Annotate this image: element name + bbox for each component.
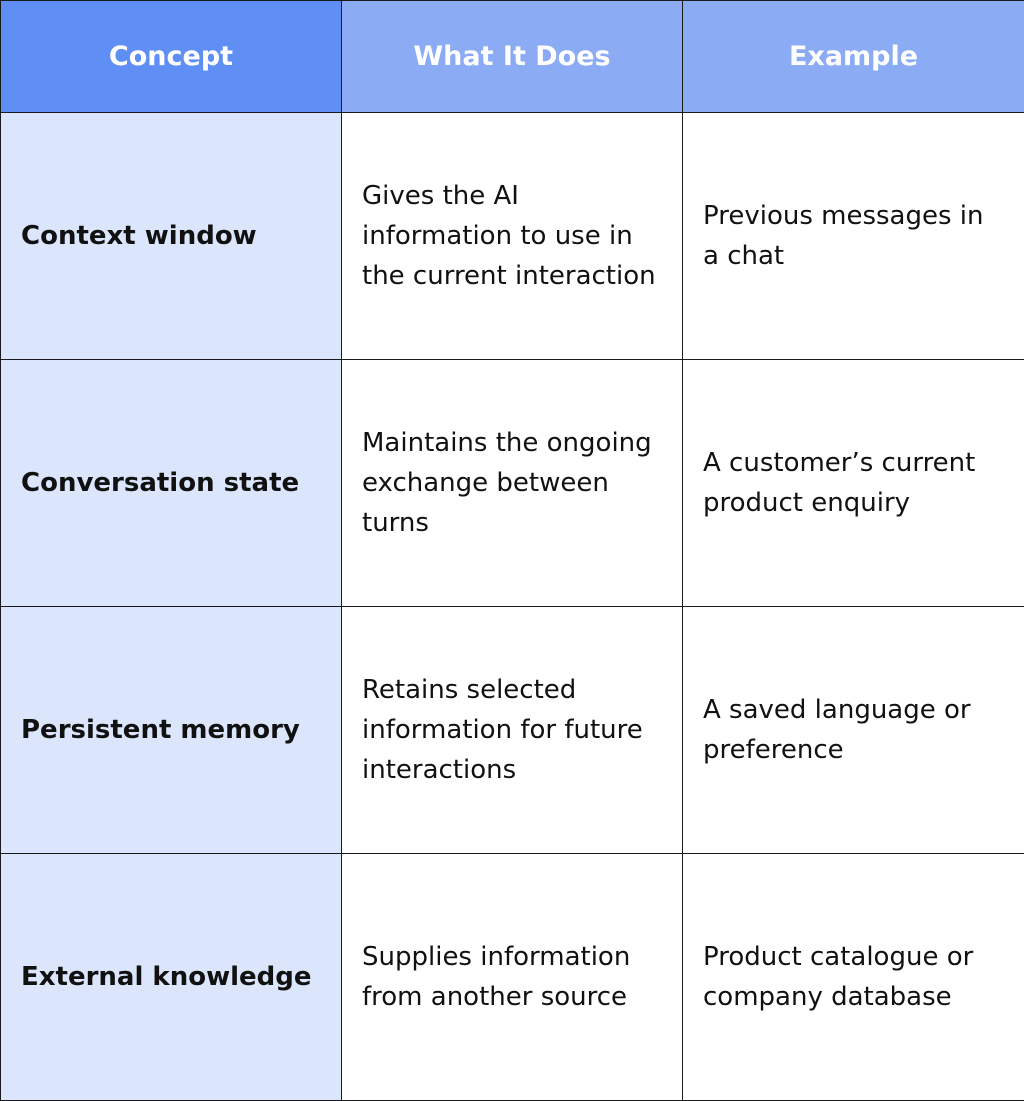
header-row: Concept What It Does Example <box>1 1 1024 113</box>
what-it-does-cell: Retains selected information for future … <box>342 607 683 854</box>
example-cell: Previous messages in a chat <box>683 113 1024 360</box>
example-cell: A customer’s current product enquiry <box>683 360 1024 607</box>
table-header: Concept What It Does Example <box>1 1 1024 113</box>
table-row: External knowledge Supplies information … <box>1 854 1024 1101</box>
example-cell: Product catalogue or company database <box>683 854 1024 1101</box>
example-cell: A saved language or preference <box>683 607 1024 854</box>
what-it-does-cell: Gives the AI information to use in the c… <box>342 113 683 360</box>
concept-cell: External knowledge <box>1 854 342 1101</box>
header-what-it-does: What It Does <box>342 1 683 113</box>
table-row: Conversation state Maintains the ongoing… <box>1 360 1024 607</box>
what-it-does-cell: Maintains the ongoing exchange between t… <box>342 360 683 607</box>
concept-cell: Persistent memory <box>1 607 342 854</box>
concept-cell: Context window <box>1 113 342 360</box>
header-concept: Concept <box>1 1 342 113</box>
header-example: Example <box>683 1 1024 113</box>
table-row: Persistent memory Retains selected infor… <box>1 607 1024 854</box>
what-it-does-cell: Supplies information from another source <box>342 854 683 1101</box>
table-body: Context window Gives the AI information … <box>1 113 1024 1101</box>
concept-cell: Conversation state <box>1 360 342 607</box>
table-row: Context window Gives the AI information … <box>1 113 1024 360</box>
